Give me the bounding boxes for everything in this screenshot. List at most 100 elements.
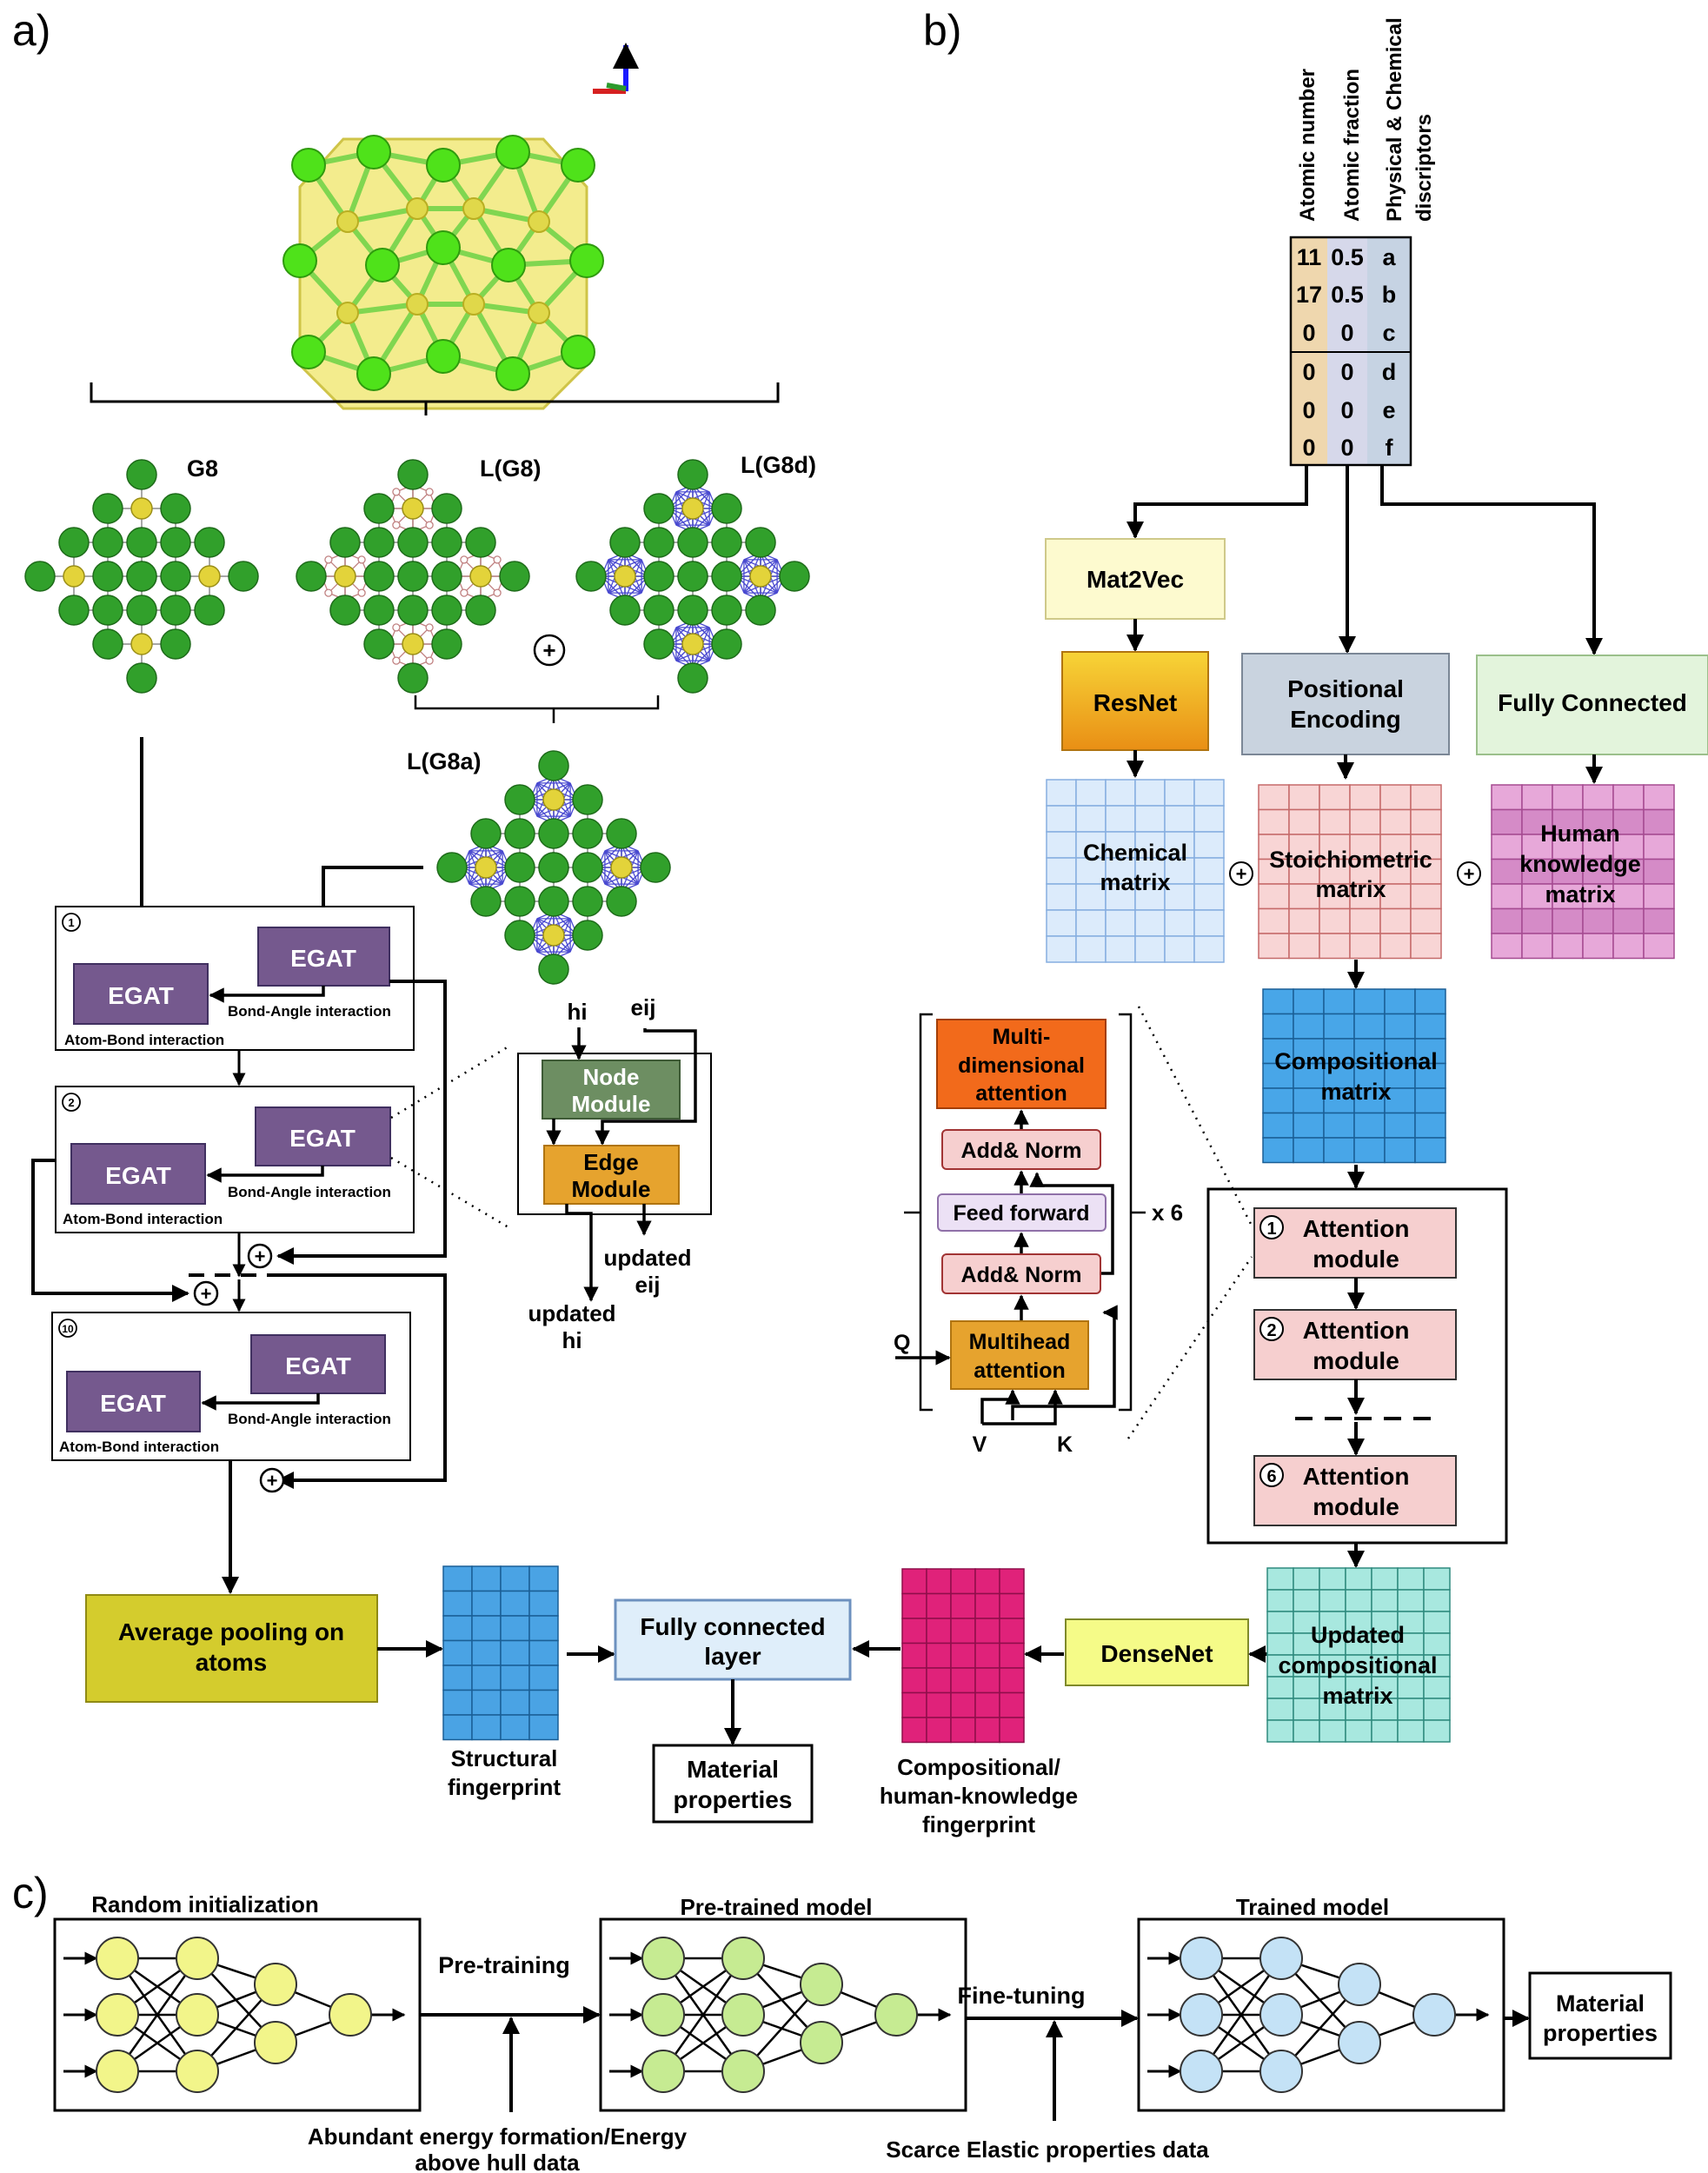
multi-dimensional-attention-box	[936, 1019, 1107, 1109]
graph-node	[538, 954, 569, 985]
network-neuron	[874, 1993, 918, 2037]
matrix-cell	[1349, 808, 1381, 835]
matrix-cell	[1384, 1112, 1416, 1139]
comp-fingerprint-label: fingerprint	[922, 1811, 1035, 1837]
matrix-cell	[974, 1667, 1000, 1694]
graph-node	[609, 527, 641, 558]
matrix-cell	[1371, 1719, 1399, 1743]
matrix-cell	[1423, 1632, 1451, 1656]
comp-fingerprint-label: Compositional/	[897, 1754, 1060, 1780]
matrix-cell	[950, 1642, 976, 1669]
graph-center-node	[749, 565, 772, 588]
matrix-cell	[1193, 883, 1225, 911]
graph-node	[711, 561, 742, 592]
egat-box	[70, 1143, 206, 1205]
add-norm-box	[941, 1253, 1101, 1294]
matrix-cell	[1643, 907, 1675, 934]
matrix-cell	[471, 1639, 502, 1666]
table-cell: e	[1382, 397, 1395, 423]
matrix-cell	[1258, 808, 1290, 835]
graph-center-node	[402, 497, 424, 520]
matrix-cell	[1410, 784, 1442, 811]
svg-text:EGAT: EGAT	[108, 982, 174, 1009]
network-pretrained	[599, 1917, 967, 2112]
matrix-cell	[901, 1592, 927, 1619]
matrix-cell	[950, 1592, 976, 1619]
panel-label-a: a)	[12, 6, 50, 55]
graph-center-node	[614, 565, 636, 588]
matrix-cell	[1046, 779, 1077, 807]
matrix-cell	[974, 1717, 1000, 1744]
network-neuron	[96, 1993, 139, 2037]
graph-node	[160, 493, 191, 524]
input-table: Atomic number Atomic fraction Physical &…	[1289, 17, 1436, 467]
label-g8: G8	[187, 455, 218, 482]
updated-comp-label: compositional	[1278, 1652, 1437, 1678]
matrix-cell	[1643, 784, 1675, 811]
graph-node	[677, 662, 708, 694]
matrix-cell	[528, 1590, 559, 1617]
attention-module-label: Attention	[1303, 1215, 1410, 1242]
matrix-cell	[999, 1568, 1025, 1595]
matrix-cell	[1046, 909, 1077, 937]
matrix-cell	[1293, 1698, 1320, 1721]
matrix-cell	[1105, 909, 1136, 937]
network-neuron	[1259, 2050, 1303, 2093]
matrix-cell	[1521, 784, 1553, 811]
matrix-cell	[1384, 1137, 1416, 1164]
matrix-cell	[1397, 1676, 1425, 1699]
fully-connected-label: Fully Connected	[1498, 689, 1687, 716]
abundant-data-label: Abundant energy formation/Energy	[308, 2123, 688, 2150]
residual-line-1	[276, 980, 447, 1265]
matrix-cell	[1491, 907, 1523, 934]
matrix-cell	[1414, 988, 1446, 1015]
matrix-cell	[1384, 988, 1416, 1015]
matrix-cell	[1397, 1567, 1425, 1591]
matrix-cell	[1105, 805, 1136, 833]
comp-fingerprint-label: human-knowledge	[880, 1783, 1078, 1809]
graphs-bracket	[414, 695, 660, 723]
matrix-cell	[1323, 988, 1355, 1015]
matrix-cell	[1293, 1013, 1325, 1040]
network-neuron	[176, 1937, 219, 1980]
compositional-fingerprint-matrix	[901, 1568, 1025, 1744]
table-cell: a	[1382, 244, 1396, 270]
matrix-cell	[901, 1691, 927, 1718]
svg-text:Atom-Bond interaction: Atom-Bond interaction	[64, 1032, 224, 1048]
network-neuron	[641, 1993, 685, 2037]
graph-node	[572, 886, 603, 917]
matrix-cell	[950, 1667, 976, 1694]
matrix-cell	[1293, 1676, 1320, 1699]
matrix-cell	[1193, 935, 1225, 963]
matrix-cell	[500, 1689, 530, 1716]
svg-text:Atomic number: Atomic number	[1296, 69, 1319, 222]
network-neuron	[800, 1963, 843, 2006]
average-pooling-box	[85, 1594, 378, 1703]
graph-node	[465, 595, 496, 626]
matrix-cell	[1319, 1632, 1346, 1656]
graph-node	[431, 628, 462, 660]
average-pooling-label: Average pooling on	[118, 1618, 344, 1645]
graph-center-node	[63, 565, 85, 588]
matrix-cell	[1105, 935, 1136, 963]
matrix-cell	[1643, 883, 1675, 910]
matrix-cell	[1323, 1013, 1355, 1040]
matrix-cell	[1423, 1589, 1451, 1612]
table-cell: 0.5	[1331, 282, 1364, 308]
matrix-cell	[1288, 808, 1320, 835]
network-neuron	[1259, 1993, 1303, 2037]
crystal-atom	[356, 356, 391, 391]
matrix-cell	[1319, 1698, 1346, 1721]
table-cell: 0	[1340, 397, 1353, 423]
edge-module	[543, 1145, 680, 1205]
matrix-cell	[1262, 1087, 1294, 1114]
matrix-cell	[1319, 784, 1351, 811]
stoich-matrix-label: Stoichiometric	[1269, 847, 1432, 873]
chemical-matrix	[1046, 779, 1225, 963]
comp-matrix-label: Compositional	[1274, 1048, 1438, 1074]
positional-encoding-box	[1241, 653, 1450, 755]
matrix-cell	[1266, 1676, 1294, 1699]
crystal-atom	[569, 243, 604, 278]
matrix-cell	[500, 1665, 530, 1691]
matrix-cell	[1410, 858, 1442, 885]
